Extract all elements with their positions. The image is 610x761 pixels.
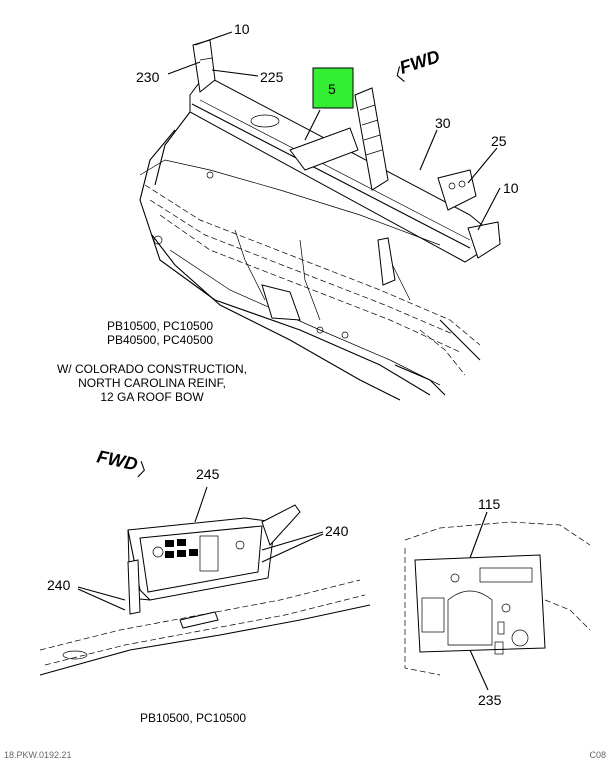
note-construction-1: W/ COLORADO CONSTRUCTION, [57, 362, 247, 376]
callout-245: 245 [196, 466, 220, 482]
callout-225: 225 [260, 69, 284, 85]
callout-235: 235 [478, 692, 502, 708]
callout-230: 230 [136, 69, 160, 85]
fwd-arrow-top: FWD [396, 46, 442, 83]
note-construction-3: 12 GA ROOF BOW [100, 390, 204, 404]
fwd-arrow-bottom: FWD [95, 446, 145, 478]
note-bottom-models: PB10500, PC10500 [140, 711, 246, 725]
svg-text:FWD: FWD [397, 46, 442, 78]
highlight-box-5 [312, 67, 354, 109]
callout-5: 5 [328, 81, 336, 97]
fwd-arrow-icon [396, 66, 405, 83]
callout-10-right: 10 [503, 180, 519, 196]
callout-115: 115 [478, 496, 501, 512]
note-top-models-1: PB10500, PC10500 [107, 319, 213, 333]
svg-text:FWD: FWD [95, 446, 139, 474]
bottom-right-dash-bezel [404, 511, 591, 691]
bottom-left-instrument-panel [39, 486, 371, 676]
top-roof-bow-assembly [139, 31, 501, 401]
callout-240-right: 240 [325, 523, 349, 539]
note-construction-2: NORTH CAROLINA REINF, [78, 376, 226, 390]
note-top-models-2: PB40500, PC40500 [107, 333, 213, 347]
callout-240-left: 240 [47, 577, 71, 593]
callout-30: 30 [435, 115, 451, 131]
fwd-arrow-icon [137, 461, 145, 478]
footer-left-id: 18.PKW.0192.21 [4, 750, 72, 760]
callout-25: 25 [491, 133, 507, 149]
footer-right-id: C08 [589, 750, 606, 760]
callout-10-top: 10 [234, 21, 250, 37]
